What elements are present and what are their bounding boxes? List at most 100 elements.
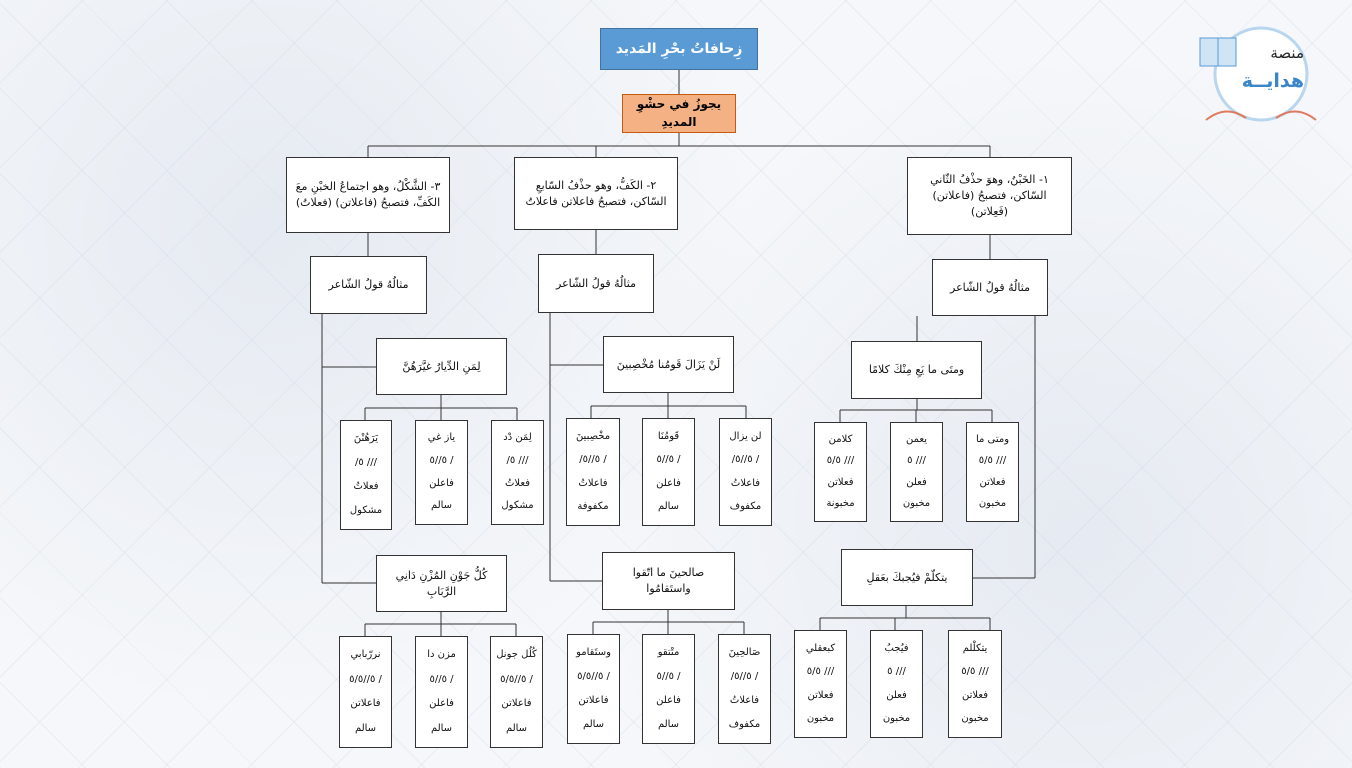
scansion-word: ياز غي (427, 432, 456, 444)
scansion-foot: فاعلن (429, 477, 454, 489)
scansion-foot: فاعلن (656, 477, 681, 489)
scansion-word: يَرَهُنْنَ (353, 432, 379, 444)
rule-box-kaff: ٢- الكَفُّ، وهو حذْفُ السّابعِ السّاكن، … (514, 157, 678, 230)
scansion-column: يعمن /// ٥ فعلن مخبون (890, 422, 943, 522)
scansion-note: مخبونة (826, 498, 855, 509)
scansion-word: لن يزال (729, 430, 762, 442)
scansion-pattern: /// ٥ (907, 455, 926, 466)
scansion-column: لِمَن دْد /// ٥/ فعلاتُ مشكول (491, 420, 544, 525)
scansion-note: مشكول (349, 504, 383, 516)
scansion-word: ومتى ما (975, 433, 1010, 445)
scansion-note: سالم (430, 500, 453, 512)
scansion-column: صَالحِينَ / ٥//٥/ فاعلاتُ مكفوف (718, 634, 771, 744)
logo-text-top: منصة (1270, 44, 1304, 62)
scansion-note: مخبون (882, 713, 911, 724)
scansion-pattern: / ٥//٥/٥ (349, 673, 382, 685)
scansion-foot: فاعلاتُ (729, 694, 760, 706)
scansion-word: قَومُنَا (657, 430, 680, 442)
scansion-foot: فاعلن (429, 698, 454, 709)
example-label-khabn: مثالُهُ قولُ الشّاعر (932, 259, 1048, 316)
scansion-foot: فاعلاتُ (730, 477, 761, 489)
scansion-note: مكفوف (729, 501, 762, 512)
scansion-column: يَرَهُنْنَ /// ٥/ فعلاتُ مشكول (340, 420, 392, 530)
subtitle-box: يجوزُ في حشْوِ المديدِ (622, 94, 736, 133)
scansion-pattern: /// ٥/٥ (806, 666, 835, 677)
scansion-column: مخْصِبينَ / ٥//٥/ فاعلاتُ مكفوفة (566, 418, 620, 526)
scansion-pattern: / ٥//٥/ (730, 670, 759, 682)
scansion-word: فيُجبُ (884, 642, 909, 654)
scansion-column: نررّبابي / ٥//٥/٥ فاعلاتن سالم (339, 636, 392, 748)
scansion-pattern: / ٥//٥ (656, 670, 681, 682)
scansion-column: لن يزال / ٥//٥/ فاعلاتُ مكفوف (719, 418, 772, 526)
logo: منصة هدايــة (1196, 24, 1326, 128)
scansion-pattern: / ٥//٥/٥ (500, 673, 533, 685)
rule-box-shakl: ٣- الشَّكْلُ، وهو اجتماعُ الخبْنِ معَ ال… (286, 157, 450, 233)
scansion-note: مشكول (501, 500, 534, 512)
scansion-note: مكفوف (728, 718, 761, 730)
scansion-word: يتكلْلم (962, 642, 988, 654)
scansion-column: قَومُنَا / ٥//٥ فاعلن سالم (642, 418, 695, 526)
scansion-foot: فاعلاتُ (578, 477, 608, 489)
logo-text-bottom: هدايــة (1241, 70, 1304, 92)
scansion-pattern: / ٥//٥/ (731, 454, 760, 465)
scansion-pattern: / ٥//٥ (429, 454, 454, 466)
scansion-word: كلامن (828, 433, 853, 445)
scansion-foot: فعلاتن (807, 689, 834, 701)
scansion-foot: فاعلاتن (501, 698, 532, 709)
scansion-column: متْتقو / ٥//٥ فاعلن سالم (642, 634, 695, 744)
scansion-word: يعمن (906, 433, 928, 445)
scansion-note: سالم (582, 718, 605, 730)
scansion-column: ومتى ما /// ٥/٥ فعلاتن مخبون (966, 422, 1019, 522)
scansion-pattern: /// ٥/٥ (978, 455, 1007, 466)
scansion-foot: فاعلن (656, 694, 681, 706)
scansion-foot: فعلاتن (979, 476, 1006, 488)
scansion-note: سالم (657, 718, 680, 730)
scansion-pattern: /// ٥/٥ (826, 455, 855, 466)
scansion-note: مخبون (902, 498, 931, 509)
scansion-column: ياز غي / ٥//٥ فاعلن سالم (415, 420, 468, 525)
scansion-note: مكفوفة (577, 501, 609, 512)
scansion-note: مخبون (961, 713, 989, 724)
scansion-pattern: /// ٥/ (354, 456, 378, 468)
scansion-column: فيُجبُ /// ٥ فعلن مخبون (870, 630, 923, 738)
scansion-foot: فعلن (906, 476, 927, 488)
scansion-foot: فاعلاتن (350, 698, 381, 709)
verse-box-shakl-1: لِمَنِ الدِّيارُ غيَّرَهُنَّ (376, 338, 507, 395)
scansion-column: مزن دا / ٥//٥ فاعلن سالم (415, 636, 468, 748)
scansion-pattern: / ٥//٥ (429, 673, 454, 685)
rule-box-khabn: ١- الخَبْنُ، وهوَ حذْفُ الثّاني السّاكن،… (907, 157, 1072, 235)
verse-box-kaff-2: صالحينَ ما اتّقوا واستَقامُوا (602, 552, 735, 610)
scansion-column: كُلُل جونل / ٥//٥/٥ فاعلاتن سالم (490, 636, 543, 748)
scansion-foot: فاعلاتن (578, 694, 609, 706)
diagram-title: زِحافاتُ بحْرِ المَديد (600, 28, 758, 70)
scansion-foot: فعلن (886, 689, 907, 701)
scansion-column: يتكلْلم /// ٥/٥ فعلاتن مخبون (948, 630, 1002, 738)
scansion-pattern: /// ٥/٥ (961, 666, 989, 677)
scansion-pattern: / ٥//٥/٥ (577, 670, 610, 682)
scansion-word: مخْصِبينَ (575, 430, 611, 442)
scansion-foot: فعلاتُ (353, 480, 379, 492)
example-label-kaff: مثالُهُ قولُ الشّاعر (538, 254, 654, 313)
scansion-pattern: /// ٥/ (506, 454, 529, 466)
scansion-column: كلامن /// ٥/٥ فعلاتن مخبونة (814, 422, 867, 522)
example-label-shakl: مثالُهُ قولُ الشّاعر (310, 256, 427, 314)
scansion-note: مخبون (806, 713, 835, 724)
scansion-pattern: / ٥//٥ (656, 454, 681, 465)
scansion-foot: فعلاتن (827, 476, 854, 488)
scansion-pattern: /// ٥ (887, 666, 906, 677)
scansion-word: كبعقلي (805, 642, 836, 654)
scansion-note: مخبون (978, 498, 1007, 509)
scansion-word: وستَقامو (576, 646, 611, 658)
scansion-note: سالم (657, 501, 680, 512)
verse-box-kaff-1: لَنْ يَزَالَ قَومُنا مُخْصِبينَ (603, 336, 734, 393)
scansion-note: سالم (430, 722, 453, 734)
scansion-note: سالم (354, 722, 377, 734)
scansion-column: وستَقامو / ٥//٥/٥ فاعلاتن سالم (567, 634, 620, 744)
scansion-pattern: / ٥//٥/ (579, 454, 607, 465)
scansion-foot: فعلاتن (962, 689, 988, 701)
scansion-note: سالم (505, 722, 528, 734)
logo-emblem (1199, 26, 1317, 122)
scansion-foot: فعلاتُ (505, 477, 530, 489)
scansion-column: كبعقلي /// ٥/٥ فعلاتن مخبون (794, 630, 847, 738)
